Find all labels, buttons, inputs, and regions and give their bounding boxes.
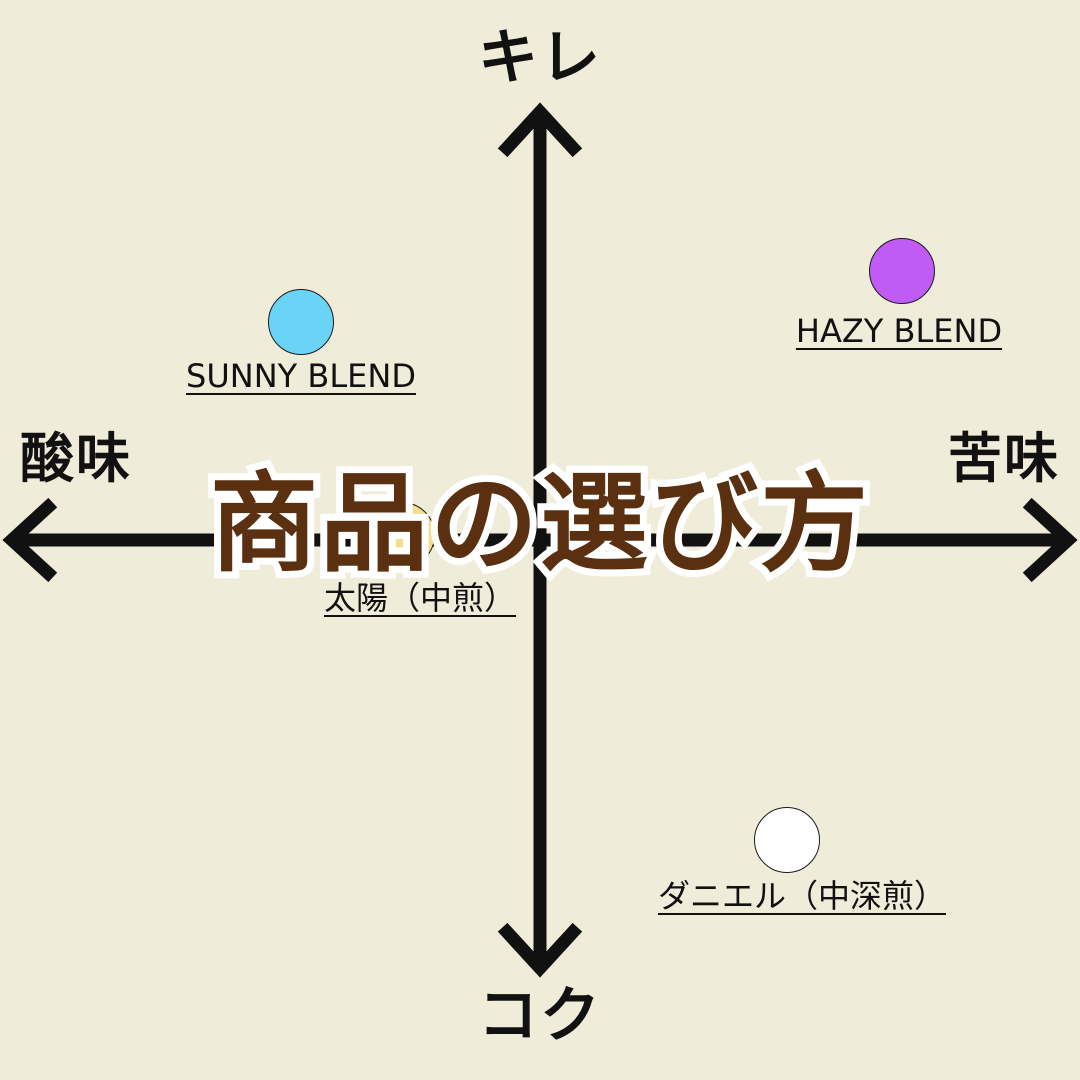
product-name: HAZY BLEND bbox=[795, 312, 1003, 350]
arrow-down-icon bbox=[497, 922, 583, 978]
arrow-up-icon bbox=[497, 102, 583, 158]
axis-label-top: キレ bbox=[478, 23, 602, 93]
product-dot bbox=[268, 289, 334, 355]
page-title: 商品の選び方 bbox=[203, 458, 875, 591]
axis-label-right: 苦味 bbox=[948, 427, 1060, 490]
axis-label-left: 酸味 bbox=[20, 427, 132, 490]
product-name: 太陽（中煎） bbox=[323, 579, 517, 617]
product-dot bbox=[369, 502, 435, 568]
arrow-left-icon bbox=[2, 497, 58, 583]
product-name: SUNNY BLEND bbox=[186, 357, 416, 395]
axis-label-bottom: コク bbox=[478, 981, 602, 1051]
product-dot bbox=[754, 807, 820, 873]
arrow-right-icon bbox=[1022, 497, 1078, 583]
product-name: ダニエル（中深煎） bbox=[657, 877, 947, 915]
product-dot bbox=[869, 238, 935, 304]
